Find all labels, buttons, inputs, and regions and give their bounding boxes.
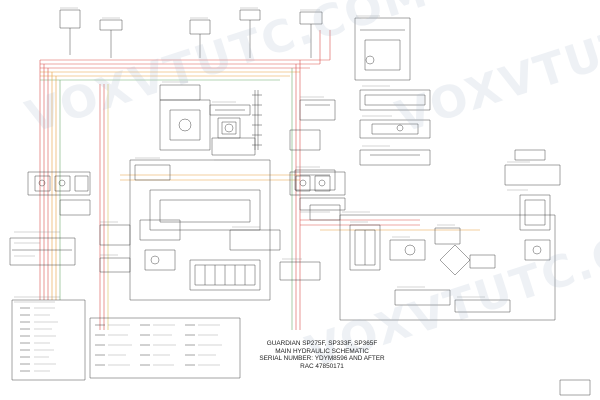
label-marks: [14, 7, 530, 372]
title-serial: SERIAL NUMBER: YDYM8596 AND AFTER: [259, 355, 385, 363]
component-symbols: [38, 55, 542, 265]
line-work: [9, 9, 591, 396]
title-models: GUARDIAN SP275F, SP333F, SP365F: [266, 340, 378, 347]
title-part-number: RAC 47850171: [300, 362, 344, 370]
title-schematic: MAIN HYDRAULIC SCHEMATIC: [275, 347, 369, 355]
title-block: GUARDIAN SP275F, SP333F, SP365F MAIN HYD…: [236, 340, 408, 370]
